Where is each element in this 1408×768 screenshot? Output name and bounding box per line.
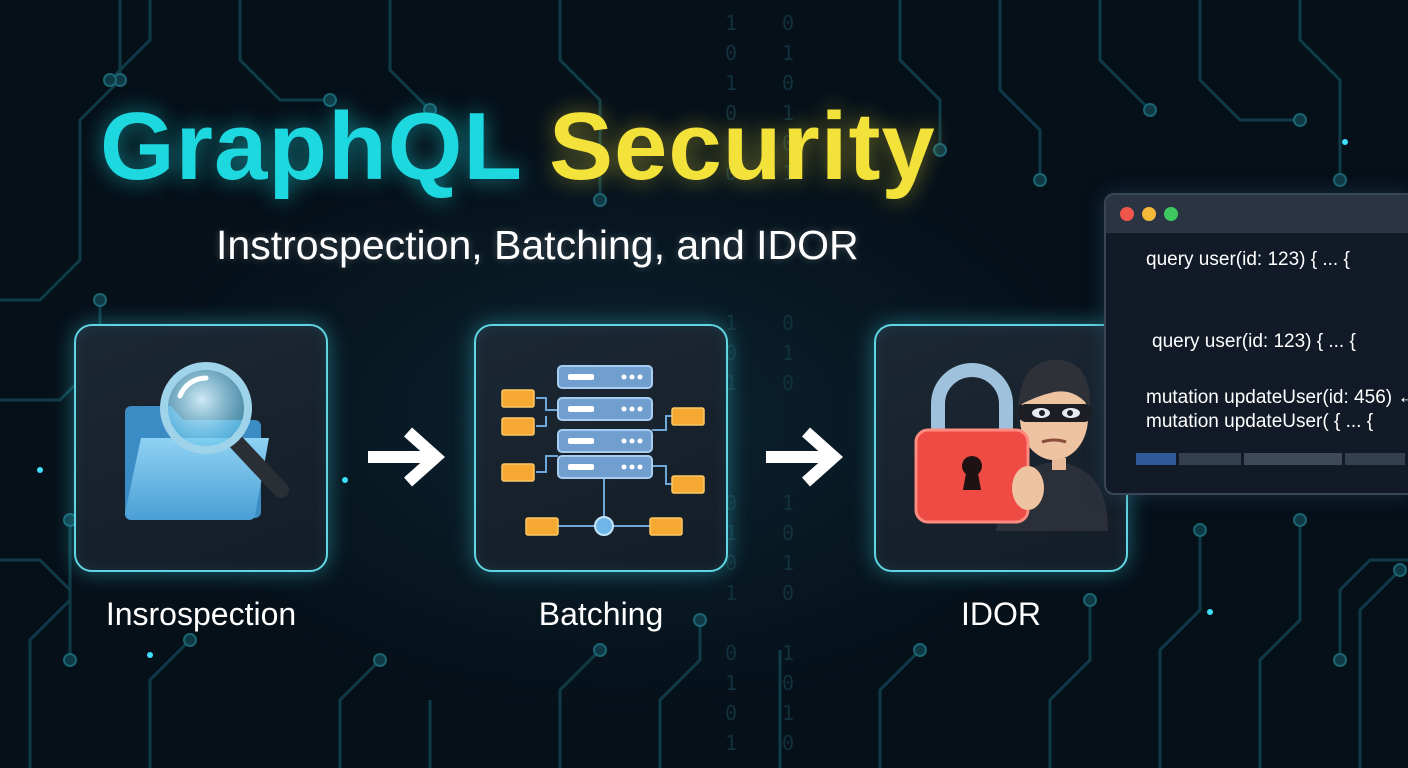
svg-text:0: 0 bbox=[725, 161, 737, 185]
svg-text:1: 1 bbox=[782, 491, 794, 515]
step-card-idor bbox=[874, 324, 1128, 572]
code-line: mutation updateUser(id: 456) ← bbox=[1146, 387, 1408, 408]
svg-text:0: 0 bbox=[782, 11, 794, 35]
server-network-icon bbox=[501, 365, 705, 536]
svg-text:0: 0 bbox=[725, 101, 737, 125]
svg-text:1: 1 bbox=[782, 41, 794, 65]
svg-text:0: 0 bbox=[782, 371, 794, 395]
svg-text:0: 0 bbox=[782, 581, 794, 605]
close-dot-icon[interactable] bbox=[1120, 207, 1134, 221]
step-label-batching: Batching bbox=[538, 596, 664, 632]
code-line: mutation updateUser( { ... { bbox=[1146, 411, 1374, 432]
code-status-bar bbox=[1136, 453, 1408, 465]
svg-text:1: 1 bbox=[725, 71, 737, 95]
svg-text:1: 1 bbox=[782, 161, 794, 185]
folder-magnifier-icon bbox=[124, 362, 289, 521]
svg-text:1: 1 bbox=[725, 671, 737, 695]
svg-text:1: 1 bbox=[782, 701, 794, 725]
svg-text:1: 1 bbox=[725, 11, 737, 35]
title-graphql: GraphQL bbox=[100, 93, 522, 200]
step-label-idor: IDOR bbox=[961, 596, 1041, 632]
step-label-introspection: Insrospection bbox=[105, 596, 297, 632]
svg-text:0: 0 bbox=[725, 701, 737, 725]
svg-text:0: 0 bbox=[782, 131, 794, 155]
svg-text:0: 0 bbox=[725, 551, 737, 575]
step-card-introspection bbox=[74, 324, 328, 572]
svg-text:1: 1 bbox=[725, 131, 737, 155]
minimize-dot-icon[interactable] bbox=[1142, 207, 1156, 221]
svg-text:0: 0 bbox=[725, 491, 737, 515]
svg-text:1: 1 bbox=[725, 581, 737, 605]
code-editor-window: query user(id: 123) { ... { query user(i… bbox=[1104, 193, 1408, 495]
arrow-right-icon bbox=[368, 427, 446, 487]
svg-text:1: 1 bbox=[782, 341, 794, 365]
svg-text:1: 1 bbox=[725, 731, 737, 755]
code-line: query user(id: 123) { ... { bbox=[1152, 331, 1356, 352]
svg-text:0: 0 bbox=[725, 41, 737, 65]
svg-text:1: 1 bbox=[725, 311, 737, 335]
svg-text:0: 0 bbox=[782, 71, 794, 95]
page-subtitle: Instrospection, Batching, and IDOR bbox=[216, 222, 859, 268]
svg-text:1: 1 bbox=[725, 521, 737, 545]
code-line: query user(id: 123) { ... { bbox=[1146, 249, 1350, 270]
svg-text:0: 0 bbox=[725, 341, 737, 365]
arrow-right-icon bbox=[766, 427, 844, 487]
svg-text:1: 1 bbox=[782, 551, 794, 575]
svg-text:0: 0 bbox=[782, 671, 794, 695]
step-card-batching bbox=[474, 324, 728, 572]
svg-text:0: 0 bbox=[725, 641, 737, 665]
svg-text:1: 1 bbox=[782, 101, 794, 125]
window-titlebar bbox=[1106, 195, 1408, 233]
svg-text:0: 0 bbox=[782, 521, 794, 545]
svg-text:1: 1 bbox=[725, 371, 737, 395]
svg-text:0: 0 bbox=[782, 311, 794, 335]
svg-text:1: 1 bbox=[782, 641, 794, 665]
maximize-dot-icon[interactable] bbox=[1164, 207, 1178, 221]
title-security: Security bbox=[548, 93, 936, 200]
page-title: GraphQL Security bbox=[100, 92, 936, 202]
svg-text:0: 0 bbox=[782, 731, 794, 755]
padlock-hacker-icon bbox=[914, 359, 1108, 531]
